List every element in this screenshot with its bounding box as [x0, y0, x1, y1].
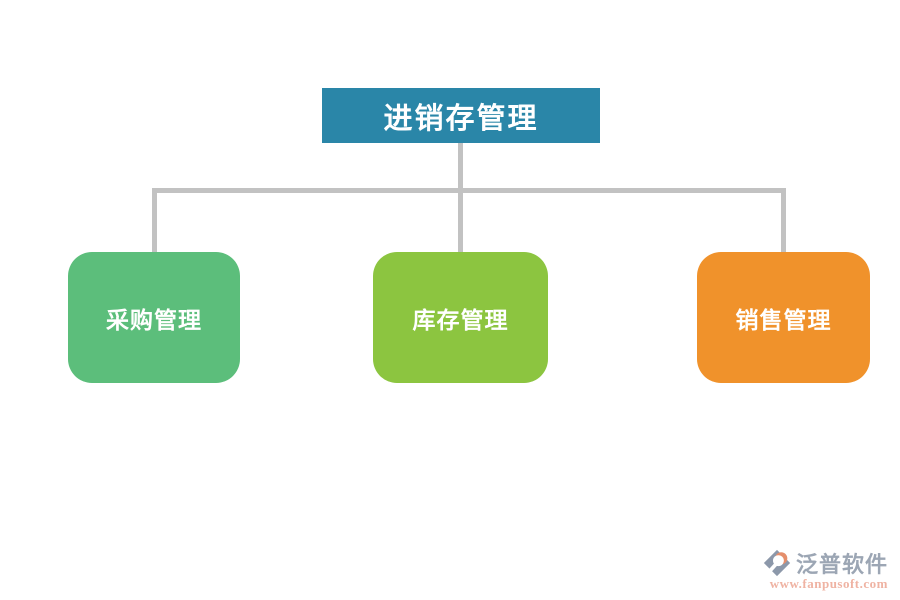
child-node-procurement: 采购管理	[68, 252, 240, 383]
fanpu-logo-icon	[761, 548, 792, 578]
connector-drop-middle	[458, 188, 463, 252]
connector-trunk	[458, 143, 463, 190]
watermark-url-text: www.fanpusoft.com	[769, 576, 888, 591]
watermark-brand-text: 泛普软件	[795, 552, 888, 577]
child-node-sales: 销售管理	[697, 252, 870, 383]
connector-drop-left	[152, 188, 157, 252]
connector-crossbar	[152, 188, 786, 193]
root-node-inventory-management: 进销存管理	[322, 88, 600, 143]
child-node-inventory: 库存管理	[373, 252, 548, 383]
watermark: 泛普软件 www.fanpusoft.com	[761, 547, 888, 592]
connector-drop-right	[781, 188, 786, 252]
watermark-brand-row: 泛普软件	[761, 547, 888, 579]
